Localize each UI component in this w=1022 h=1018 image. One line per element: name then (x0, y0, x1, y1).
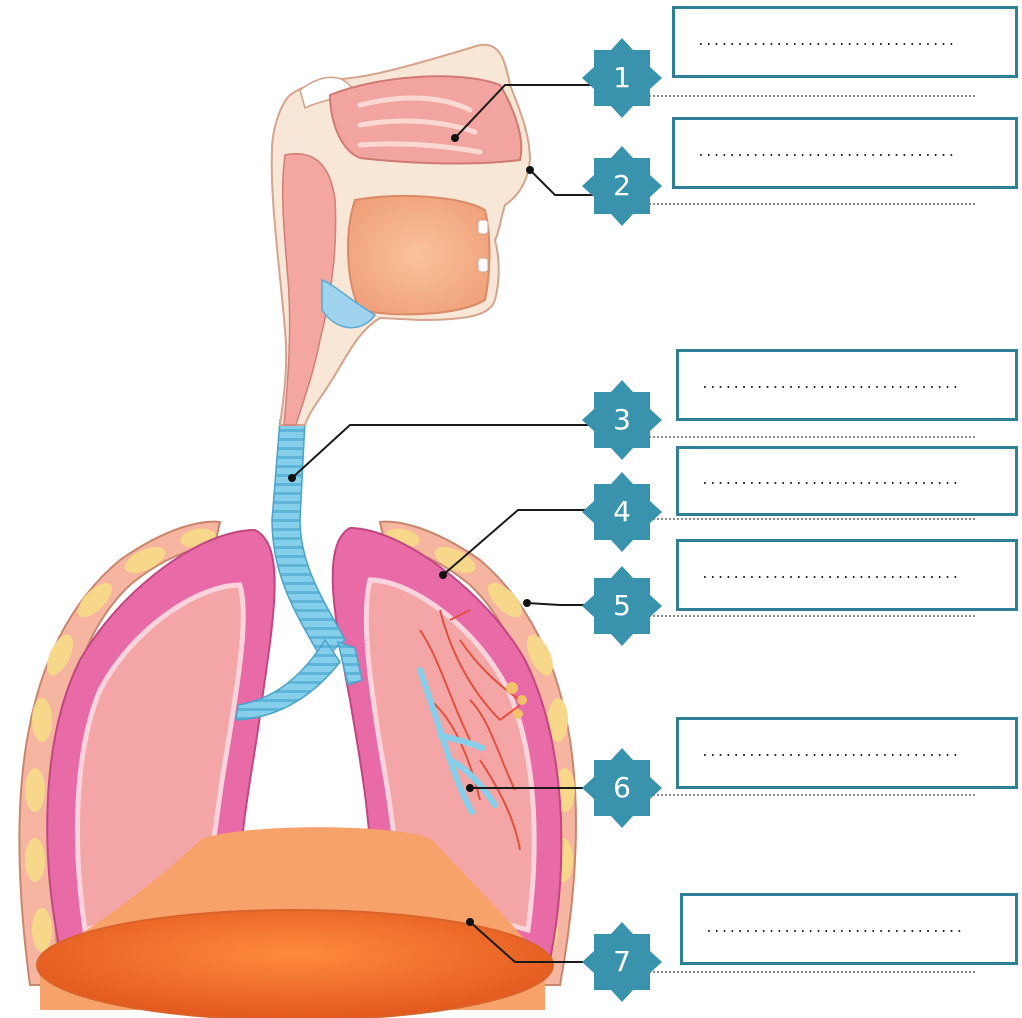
answer-box-6[interactable]: ................................. (676, 717, 1018, 789)
answer-blank-6: ................................. (701, 745, 993, 761)
answer-blank-1: ................................. (697, 34, 993, 50)
badge-6: 6 (580, 746, 664, 830)
label-5-underline (640, 615, 975, 617)
answer-box-7[interactable]: ................................. (680, 893, 1018, 965)
label-7-underline (640, 971, 975, 973)
badge-3-number: 3 (580, 378, 664, 462)
answer-box-3[interactable]: ................................. (676, 349, 1018, 421)
answer-blank-3: ................................. (701, 377, 993, 393)
answer-box-5[interactable]: ................................. (676, 539, 1018, 611)
label-1-underline (640, 95, 975, 97)
badge-5-number: 5 (580, 564, 664, 648)
answer-box-2[interactable]: ................................. (672, 117, 1018, 189)
label-6-underline (640, 794, 975, 796)
badge-7: 7 (580, 920, 664, 1004)
badge-5: 5 (580, 564, 664, 648)
label-4-underline (640, 518, 975, 520)
head-section (272, 45, 530, 425)
badge-2-number: 2 (580, 144, 664, 228)
answer-box-1[interactable]: ................................. (672, 6, 1018, 78)
badge-3: 3 (580, 378, 664, 462)
answer-blank-5: ................................. (701, 567, 993, 583)
badge-4-number: 4 (580, 470, 664, 554)
badge-1-number: 1 (580, 36, 664, 120)
answer-box-4[interactable]: ................................. (676, 446, 1018, 516)
label-3-underline (640, 436, 975, 438)
trachea (272, 420, 345, 660)
answer-blank-7: ................................. (705, 921, 993, 937)
badge-4: 4 (580, 470, 664, 554)
badge-6-number: 6 (580, 746, 664, 830)
badge-1: 1 (580, 36, 664, 120)
badge-2: 2 (580, 144, 664, 228)
badge-7-number: 7 (580, 920, 664, 1004)
label-2-underline (640, 203, 975, 205)
answer-blank-4: ................................. (701, 473, 993, 489)
answer-blank-2: ................................. (697, 145, 993, 161)
